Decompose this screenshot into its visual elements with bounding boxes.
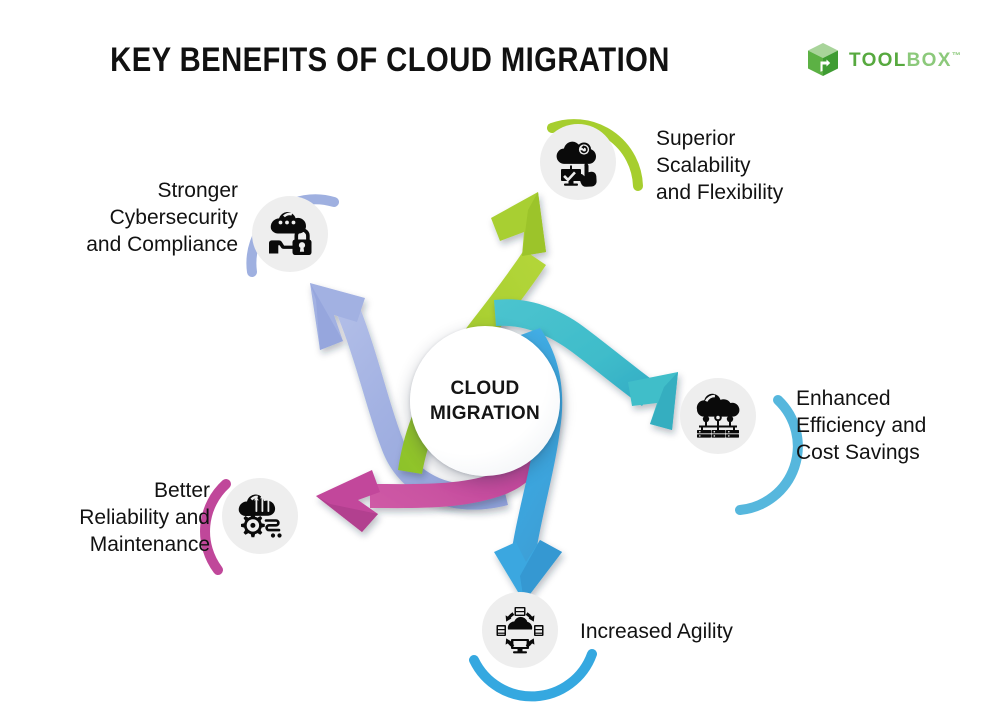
icon-circle-efficiency xyxy=(680,378,756,454)
benefit-label-efficiency: Enhanced Efficiency and Cost Savings xyxy=(796,387,927,464)
arc-reliability xyxy=(200,479,231,575)
icon-circle-cybersecurity xyxy=(252,196,328,272)
hub-line-1: CLOUD xyxy=(450,377,520,399)
logo-trademark: ™ xyxy=(951,50,961,61)
center-hub: CLOUD MIGRATION xyxy=(410,326,560,476)
logo-text-box: BOX xyxy=(906,49,952,71)
benefit-label-reliability: Better Reliability and Maintenance xyxy=(79,479,210,556)
arrow-to-efficiency xyxy=(494,299,678,430)
arc-agility xyxy=(469,649,597,702)
cloud-servers-network-icon xyxy=(696,393,740,438)
page-title: KEY BENEFITS OF CLOUD MIGRATION xyxy=(110,41,670,79)
logo-wordmark: TOOLBOX™ xyxy=(849,51,961,70)
logo-text-tool: TOOL xyxy=(849,49,907,71)
cloud-settings-monitor-hand-icon xyxy=(556,141,597,187)
icon-circle-reliability xyxy=(222,478,298,554)
toolbox-logo: TOOLBOX™ xyxy=(806,42,961,78)
cloud-devices-cycle-icon xyxy=(496,607,544,654)
benefit-label-cybersecurity: Stronger Cybersecurity and Compliance xyxy=(86,179,238,256)
cloud-padlock-hand-icon xyxy=(269,211,312,255)
icon-circle-agility xyxy=(482,592,558,668)
hub-line-2: MIGRATION xyxy=(429,403,540,424)
icon-circle-scalability xyxy=(540,124,616,200)
cloud-gear-sliders-icon xyxy=(238,494,282,538)
green-cube-icon xyxy=(808,43,838,76)
benefit-label-scalability: Superior Scalability and Flexibility xyxy=(656,127,784,204)
arc-efficiency xyxy=(735,395,803,515)
benefit-label-agility: Increased Agility xyxy=(580,620,733,643)
arrow-to-reliability xyxy=(316,398,555,532)
